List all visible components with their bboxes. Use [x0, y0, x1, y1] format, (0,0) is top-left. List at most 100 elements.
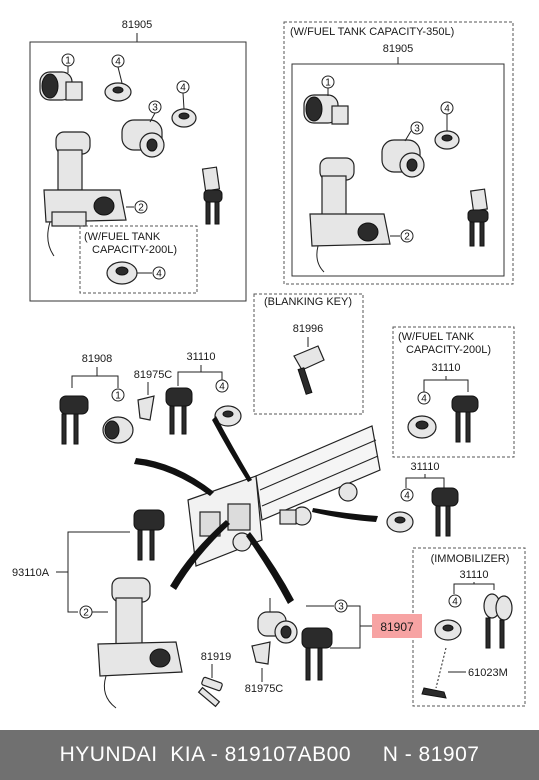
mid-right-box-200l: (W/FUEL TANK CAPACITY-200L) 31110 4	[392, 326, 515, 458]
callout-2: 2	[79, 605, 93, 619]
fuel-cap	[407, 415, 437, 439]
callout-4: 4	[417, 391, 431, 405]
svg-text:4: 4	[444, 104, 450, 115]
svg-text:4: 4	[180, 83, 186, 94]
callout-3: 3	[410, 121, 424, 135]
svg-text:2: 2	[138, 203, 144, 214]
callout-4: 4	[448, 594, 462, 608]
group-31110-right: 31110 4	[386, 461, 459, 537]
nut	[104, 82, 132, 102]
callout-1: 1	[61, 53, 75, 67]
svg-text:2: 2	[83, 608, 89, 619]
highlight-81907	[372, 614, 422, 638]
svg-text:2: 2	[404, 232, 410, 243]
blanking-key-title: (BLANKING KEY)	[264, 296, 352, 308]
screw	[197, 676, 223, 708]
footer-text: HYUNDAI KIA - 819107AB00 N - 81907	[59, 743, 480, 766]
label-81905-left: 81905	[122, 19, 153, 31]
label-31110-top: 31110	[187, 351, 216, 363]
callout-2: 2	[134, 200, 148, 214]
key-set	[201, 166, 223, 225]
fuel-cap	[386, 511, 414, 533]
sub-box-title-line1: (W/FUEL TANK	[84, 231, 161, 243]
lock-cylinder	[257, 611, 298, 644]
label-81975c-bottom: 81975C	[245, 683, 284, 695]
label-81919: 81919	[201, 651, 232, 663]
label-81907: 81907	[380, 620, 414, 634]
key-set	[59, 395, 89, 445]
sub-box-200l	[79, 225, 198, 294]
svg-text:4: 4	[421, 394, 427, 405]
svg-text:3: 3	[338, 602, 344, 613]
lock-cylinder	[303, 94, 349, 125]
svg-text:1: 1	[65, 56, 71, 67]
svg-text:4: 4	[156, 269, 162, 280]
label-81908: 81908	[82, 353, 113, 365]
remote-key-set	[483, 593, 513, 649]
svg-text:4: 4	[452, 597, 458, 608]
parts-diagram: 81905 1 4 4 3	[12, 19, 526, 709]
callout-1: 1	[321, 75, 335, 89]
part-number-footer: HYUNDAI KIA - 819107AB00 N - 81907	[0, 730, 539, 780]
callout-1: 1	[111, 388, 125, 402]
svg-text:1: 1	[115, 391, 121, 402]
key-set	[165, 387, 193, 435]
bracket	[251, 641, 271, 665]
callout-4: 4	[152, 266, 166, 280]
label-81996: 81996	[293, 323, 324, 335]
callout-2: 2	[400, 229, 414, 243]
svg-text:4: 4	[115, 57, 121, 68]
label-61023m: 61023M	[468, 667, 508, 679]
nut	[434, 130, 460, 150]
nut	[171, 108, 197, 128]
group-81975c-top: 81975C	[134, 369, 173, 421]
label-81905-right: 81905	[383, 43, 414, 55]
pointer-arcs	[134, 416, 378, 604]
fuel-cap-cylinder	[121, 119, 165, 158]
lock-cylinder	[39, 71, 83, 101]
svg-text:3: 3	[152, 103, 158, 114]
group-81905-left: 81905 1 4 4 3	[29, 19, 247, 302]
group-81919: 81919	[197, 651, 232, 708]
key-set	[467, 188, 489, 247]
key-set	[133, 509, 165, 561]
key-set	[301, 627, 333, 681]
fuel-cap	[106, 261, 138, 285]
callout-3: 3	[148, 100, 162, 114]
callout-4: 4	[440, 101, 454, 115]
fuel-cap-cylinder	[381, 139, 425, 178]
label-81975c-top: 81975C	[134, 369, 173, 381]
callout-4: 4	[111, 54, 125, 68]
mid-right-title-line1: (W/FUEL TANK	[398, 331, 475, 343]
svg-text:4: 4	[219, 382, 225, 393]
truck-illustration	[187, 425, 381, 567]
key-set	[431, 487, 459, 537]
immobilizer-title: (IMMOBILIZER)	[431, 553, 510, 565]
blanking-key	[293, 345, 325, 395]
group-350l-title: (W/FUEL TANK CAPACITY-350L)	[290, 26, 454, 38]
label-93110a: 93110A	[12, 567, 50, 579]
fuel-cap	[214, 405, 242, 427]
group-81907: 81975C 3 81907	[245, 598, 422, 695]
group-81908: 81908 1	[59, 353, 134, 445]
svg-text:1: 1	[325, 78, 331, 89]
group-350l: (W/FUEL TANK CAPACITY-350L) 81905 1 4 3	[283, 21, 514, 285]
callout-3: 3	[334, 599, 348, 613]
ignition-housing	[43, 131, 127, 257]
callout-4: 4	[400, 488, 414, 502]
label-31110-immobilizer: 31110	[460, 569, 489, 581]
svg-text:4: 4	[404, 491, 410, 502]
label-31110-right: 31110	[411, 461, 440, 473]
ignition-housing	[97, 577, 183, 709]
group-31110-top: 31110 4	[165, 351, 242, 435]
mid-right-title-line2: CAPACITY-200L)	[406, 344, 491, 356]
fuel-cap	[434, 619, 462, 641]
ignition-housing	[309, 157, 391, 273]
key-set	[451, 395, 479, 443]
callout-4: 4	[176, 80, 190, 94]
sub-box-title-line2: CAPACITY-200L)	[92, 244, 177, 256]
label-31110-mid: 31110	[432, 362, 461, 374]
antenna-coil	[421, 647, 447, 699]
callout-4: 4	[215, 379, 229, 393]
group-frame	[29, 41, 247, 302]
